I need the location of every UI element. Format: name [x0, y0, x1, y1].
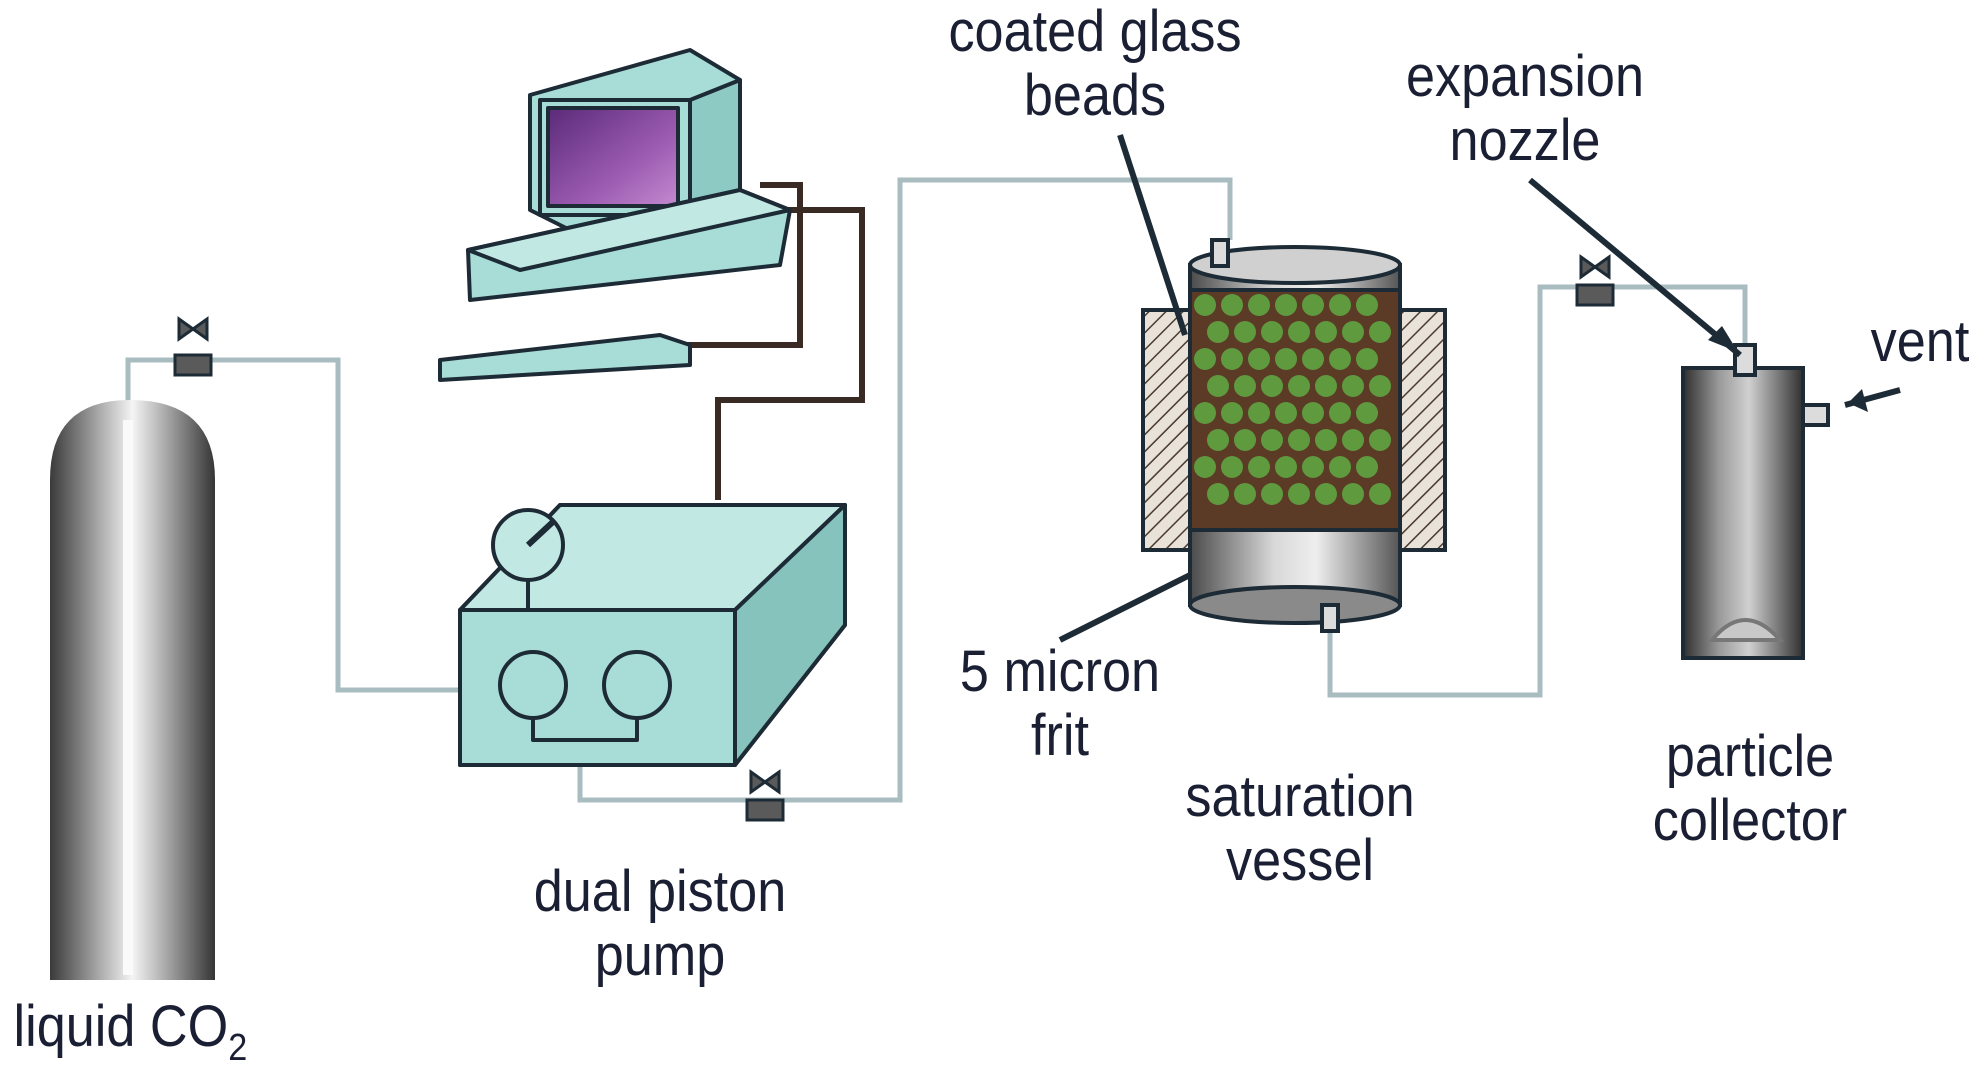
tube-vessel-to-collector [1327, 284, 1748, 698]
label-liquid-co2: liquid CO2 [13, 994, 248, 1069]
pointer-frit [1058, 572, 1192, 643]
cable-keyboard [660, 182, 803, 348]
glass-bead [1261, 375, 1283, 397]
glass-bead [1194, 294, 1216, 316]
glass-bead [1194, 402, 1216, 424]
glass-bead [1302, 402, 1324, 424]
saturation-vessel [1141, 238, 1447, 633]
glass-bead [1288, 483, 1310, 505]
co2-cylinder [50, 400, 215, 980]
label-saturation-vessel: saturation vessel [1185, 764, 1415, 893]
label-coated-glass-beads: coated glass beads [948, 0, 1242, 128]
glass-bead [1194, 456, 1216, 478]
glass-bead [1342, 429, 1364, 451]
glass-bead [1234, 375, 1256, 397]
glass-bead [1315, 375, 1337, 397]
computer-icon [438, 48, 792, 382]
glass-bead [1302, 294, 1324, 316]
valve-collector-inlet [1575, 254, 1615, 307]
dual-piston-pump [458, 503, 847, 767]
label-dual-piston-pump: dual piston pump [533, 859, 787, 988]
valve-pump-outlet [745, 769, 785, 822]
glass-bead [1342, 483, 1364, 505]
glass-bead [1207, 429, 1229, 451]
glass-bead [1329, 402, 1351, 424]
label-vent: vent [1870, 309, 1970, 374]
glass-beads [1194, 294, 1391, 505]
valve-cylinder [173, 316, 213, 377]
glass-bead [1248, 294, 1270, 316]
glass-bead [1234, 321, 1256, 343]
tube-pump-to-vessel [577, 177, 1233, 803]
glass-bead [1369, 483, 1391, 505]
glass-bead [1234, 483, 1256, 505]
glass-bead [1275, 402, 1297, 424]
glass-bead [1221, 348, 1243, 370]
glass-bead [1356, 402, 1378, 424]
glass-bead [1329, 456, 1351, 478]
cable-computer-pump [715, 207, 865, 500]
glass-bead [1329, 294, 1351, 316]
glass-bead [1248, 456, 1270, 478]
particle-collector [1681, 343, 1830, 660]
glass-bead [1369, 321, 1391, 343]
glass-bead [1315, 321, 1337, 343]
glass-bead [1342, 321, 1364, 343]
label-particle-collector: particle collector [1652, 724, 1848, 853]
glass-bead [1356, 456, 1378, 478]
glass-bead [1207, 375, 1229, 397]
glass-bead [1221, 456, 1243, 478]
glass-bead [1288, 321, 1310, 343]
glass-bead [1315, 429, 1337, 451]
label-expansion-nozzle: expansion nozzle [1406, 44, 1644, 173]
pointer-beads [1117, 134, 1188, 336]
glass-bead [1261, 429, 1283, 451]
glass-bead [1356, 348, 1378, 370]
glass-bead [1302, 348, 1324, 370]
glass-bead [1207, 483, 1229, 505]
pointers [1058, 134, 1901, 643]
glass-bead [1261, 483, 1283, 505]
glass-bead [1221, 402, 1243, 424]
glass-bead [1329, 348, 1351, 370]
glass-bead [1275, 348, 1297, 370]
glass-bead [1369, 429, 1391, 451]
glass-bead [1275, 456, 1297, 478]
label-micron-frit: 5 micron frit [959, 639, 1161, 768]
glass-bead [1288, 375, 1310, 397]
glass-bead [1369, 375, 1391, 397]
glass-bead [1315, 483, 1337, 505]
glass-bead [1207, 321, 1229, 343]
glass-bead [1342, 375, 1364, 397]
glass-bead [1221, 294, 1243, 316]
glass-bead [1261, 321, 1283, 343]
glass-bead [1356, 294, 1378, 316]
glass-bead [1275, 294, 1297, 316]
glass-bead [1234, 429, 1256, 451]
glass-bead [1248, 402, 1270, 424]
glass-bead [1194, 348, 1216, 370]
glass-bead [1288, 429, 1310, 451]
glass-bead [1248, 348, 1270, 370]
glass-bead [1302, 456, 1324, 478]
pointer-nozzle [1528, 177, 1742, 358]
cables [660, 182, 865, 500]
